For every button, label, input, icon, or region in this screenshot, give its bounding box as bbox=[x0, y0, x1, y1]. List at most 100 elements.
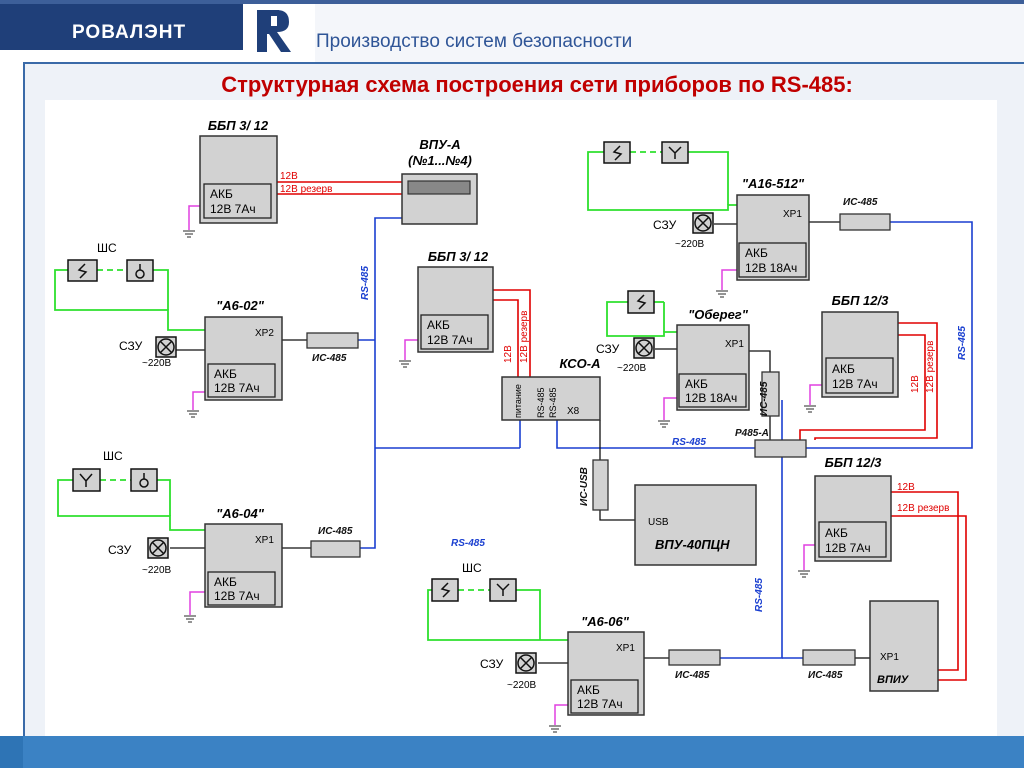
smoke-detector-icon bbox=[431, 578, 459, 602]
a6-02-akb-spec: 12В 7Ач bbox=[214, 381, 260, 395]
a6-02-shs: ШС bbox=[97, 241, 117, 255]
szu-blocks bbox=[147, 212, 714, 674]
a6-06-akb-spec: 12В 7Ач bbox=[577, 697, 623, 711]
bbp312-mid-akb-spec: 12В 7Ач bbox=[427, 333, 473, 347]
p485-label: Р485-А bbox=[735, 428, 769, 439]
bbp123-top-wire1: 12В bbox=[910, 375, 921, 393]
is-usb-converter bbox=[592, 459, 609, 511]
bbp123-top-akb-spec: 12В 7Ач bbox=[832, 377, 878, 391]
a6-06-220v: ~220В bbox=[507, 680, 537, 691]
a16-512-akb-spec: 12В 18Ач bbox=[745, 261, 797, 275]
a16-512-xp: XP1 bbox=[783, 209, 802, 220]
smoke-detector-icon bbox=[627, 290, 655, 314]
bbp312-mid-wire1: 12В bbox=[503, 345, 514, 363]
kso-port-rs485-2: RS-485 bbox=[548, 387, 558, 418]
a6-06-xp: XP1 bbox=[616, 643, 635, 654]
rs485-bus bbox=[358, 217, 973, 659]
is485-converter-2 bbox=[310, 540, 361, 558]
bbp312-top-wire1: 12В bbox=[280, 171, 298, 182]
rs485-label-4: RS-485 bbox=[754, 578, 765, 612]
header-stripe bbox=[0, 0, 1024, 4]
a6-04-label: "А6-04" bbox=[216, 506, 265, 521]
bbp123-bottom-wire1: 12В bbox=[897, 482, 915, 493]
a6-04-akb: АКБ bbox=[214, 575, 237, 589]
vpiu-unit: XP1 ВПИУ bbox=[869, 600, 939, 692]
a6-06-szu: СЗУ bbox=[480, 657, 504, 671]
vpu-a-display bbox=[407, 180, 471, 195]
bbp123-top-akb: АКБ bbox=[832, 362, 855, 376]
is485-label-4: ИС-485 bbox=[675, 670, 710, 681]
vpiu-xp: XP1 bbox=[880, 652, 899, 663]
bbp312-mid-unit: ББП 3/ 12 АКБ 12В 7Ач 12В 12В резерв bbox=[417, 249, 530, 363]
is485-label-2: ИС-485 bbox=[318, 526, 353, 537]
is485-converter-4 bbox=[668, 649, 721, 666]
a6-04-akb-spec: 12В 7Ач bbox=[214, 589, 260, 603]
ground-leads bbox=[188, 205, 822, 725]
a6-02-szu: СЗУ bbox=[119, 339, 143, 353]
smoke-detector-icon bbox=[603, 141, 631, 164]
vpu-a-label: ВПУ-А bbox=[419, 137, 460, 152]
bbp312-top-unit: ББП 3/ 12 АКБ 12В 7Ач 12В 12В резерв bbox=[199, 118, 332, 224]
flame-detector-icon bbox=[661, 141, 689, 164]
a16-512-label: "А16-512" bbox=[742, 176, 805, 191]
szu-icon bbox=[692, 212, 714, 234]
bbp312-mid-label: ББП 3/ 12 bbox=[428, 249, 489, 264]
bbp123-top-label: ББП 12/3 bbox=[832, 293, 889, 308]
converters bbox=[306, 213, 891, 666]
bbp312-top-wire2: 12В резерв bbox=[280, 184, 332, 195]
vpu-a-unit: ВПУ-А (№1...№4) bbox=[401, 137, 478, 225]
szu-icon bbox=[147, 537, 169, 559]
a6-02-xp: XP2 bbox=[255, 328, 274, 339]
bbp123-bottom-wire2: 12В резерв bbox=[897, 503, 949, 514]
szu-icon bbox=[155, 336, 177, 358]
a6-02-akb: АКБ bbox=[214, 367, 237, 381]
a6-04-shs: ШС bbox=[103, 449, 123, 463]
diagram-canvas: ББП 3/ 12 АКБ 12В 7Ач 12В 12В резерв ВПУ… bbox=[45, 100, 997, 736]
a16-512-szu: СЗУ bbox=[653, 218, 677, 232]
rs485-label-5: RS-485 bbox=[451, 538, 485, 549]
bbp312-top-akb-spec: 12В 7Ач bbox=[210, 202, 256, 216]
bbp123-bottom-akb: АКБ bbox=[825, 526, 848, 540]
obereg-label: "Оберег" bbox=[688, 307, 749, 322]
is485-converter-1 bbox=[306, 332, 359, 349]
power-lines bbox=[277, 181, 967, 681]
ground-symbols bbox=[183, 230, 816, 733]
obereg-xp: XP1 bbox=[725, 339, 744, 350]
is485-converter-3 bbox=[839, 213, 891, 231]
is485-label-3: ИС-485 bbox=[843, 197, 878, 208]
vpu40-usb-port: USB bbox=[648, 517, 669, 528]
a6-06-akb: АКБ bbox=[577, 683, 600, 697]
bbp123-bottom-akb-spec: 12В 7Ач bbox=[825, 541, 871, 555]
vpu-40pcn-unit: USB ВПУ-40ПЦН bbox=[634, 484, 757, 566]
is485-label-6: ИС-485 bbox=[759, 381, 770, 416]
is-usb-label: ИС-USB bbox=[579, 467, 590, 506]
a6-02-label: "А6-02" bbox=[216, 298, 265, 313]
vpiu-label: ВПИУ bbox=[877, 674, 910, 686]
kso-port-rs485-1: RS-485 bbox=[536, 387, 546, 418]
flame-detector-icon bbox=[72, 468, 101, 492]
tagline-panel bbox=[243, 4, 1024, 62]
a6-06-unit: "А6-06" XP1 АКБ 12В 7Ач СЗУ ~220В ШС bbox=[462, 561, 645, 716]
is485-label-5: ИС-485 bbox=[808, 670, 843, 681]
rs485-labels: RS-485 RS-485 RS-485 RS-485 RS-485 bbox=[360, 266, 968, 612]
rs485-label-1: RS-485 bbox=[360, 266, 371, 300]
bbp312-mid-wire2: 12В резерв bbox=[519, 311, 530, 363]
kso-port-x8: X8 bbox=[567, 406, 580, 417]
kso-a-unit: КСО-А питание RS-485 RS-485 X8 bbox=[501, 356, 601, 421]
sensors bbox=[67, 141, 689, 602]
obereg-akb: АКБ bbox=[685, 377, 708, 391]
is485-label-1: ИС-485 bbox=[312, 353, 347, 364]
szu-icon bbox=[633, 337, 655, 359]
bbp312-mid-akb: АКБ bbox=[427, 318, 450, 332]
heat-detector-icon bbox=[130, 468, 158, 492]
kso-port-power: питание bbox=[513, 384, 523, 418]
a6-06-label: "А6-06" bbox=[581, 614, 630, 629]
p485-a-repeater bbox=[754, 439, 807, 458]
bbp123-top-unit: ББП 12/3 АКБ 12В 7Ач 12В 12В резерв bbox=[821, 293, 936, 398]
a6-04-220v: ~220В bbox=[142, 565, 172, 576]
a6-04-xp: XP1 bbox=[255, 535, 274, 546]
flame-detector-icon bbox=[489, 578, 517, 602]
wire-labels: ИС-485 ИС-485 ИС-485 ИС-485 ИС-485 ИС-48… bbox=[312, 197, 878, 681]
a16-512-unit: "А16-512" XP1 АКБ 12В 18Ач СЗУ ~220В bbox=[653, 176, 810, 281]
rs485-label-3: RS-485 bbox=[957, 326, 968, 360]
